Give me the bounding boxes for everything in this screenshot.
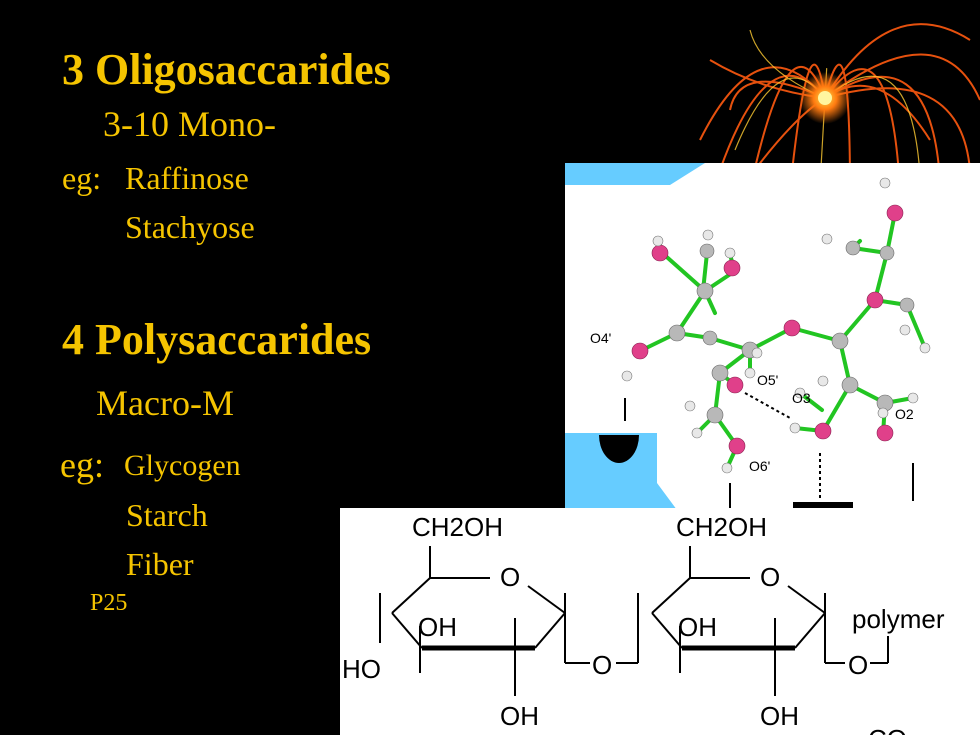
label-oh-1: OH [418,612,457,642]
label-oh-4: OH [760,701,799,731]
label-bridge-o-2: O [848,650,868,680]
section3-example-2: Stachyose [125,209,255,245]
label-co: CO [868,724,907,735]
section4-example-3: Fiber [126,546,194,582]
atom-label-o3: O3 [792,390,811,406]
atom-label-o6: O6' [749,458,770,474]
label-ring-o-1: O [500,562,520,592]
label-ring-o-2: O [760,562,780,592]
section3-example-1: Raffinose [125,160,249,196]
label-oh-2: OH [678,612,717,642]
section4-page-ref: P25 [90,590,128,616]
label-ch2oh-2: CH2OH [676,512,767,542]
section4-example-2: Starch [126,497,208,533]
label-polymer: polymer [852,604,945,634]
section4-title: 4 Polysaccarides [62,315,372,364]
label-ho: HO [342,654,381,684]
section4-subtitle: Macro-M [96,383,234,423]
molecule-3d-model: O4' O5' O3 O2 O6' [565,163,980,510]
label-oh-3: OH [500,701,539,731]
atom-label-o5: O5' [757,372,778,388]
section3-eg-label: eg: [62,160,102,196]
section3-title: 3 Oligosaccarides [62,45,391,94]
label-bridge-o-1: O [592,650,612,680]
firework-decoration [699,23,980,191]
section4-example-1: Glycogen [124,449,241,482]
label-ch2oh-1: CH2OH [412,512,503,542]
atom-label-o4: O4' [590,330,611,346]
haworth-structure: CH2OH CH2OH O O OH OH HO O O OH OH polym… [340,508,980,735]
section3-subtitle: 3-10 Mono- [103,104,276,144]
atom-label-o2: O2 [895,406,914,422]
section4-eg-label: eg: [60,445,104,485]
